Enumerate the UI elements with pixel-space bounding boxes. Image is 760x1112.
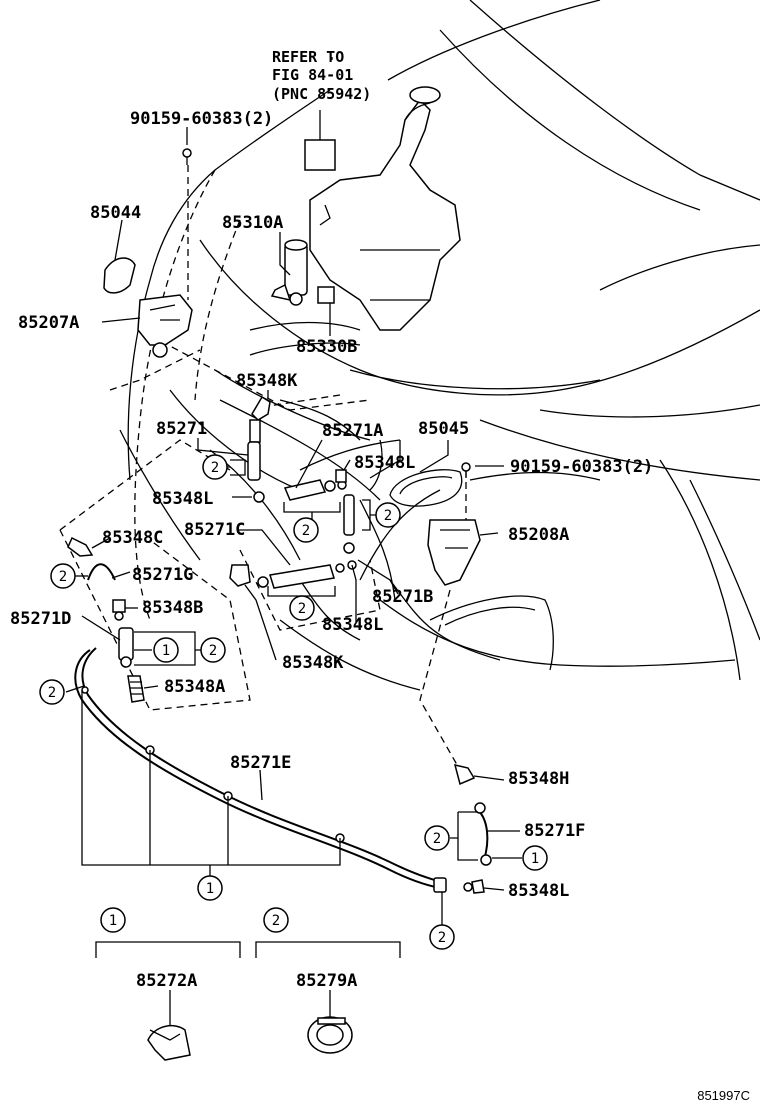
svg-text:2: 2 <box>302 523 310 539</box>
callout-1-hose-clips: 1 <box>197 875 223 901</box>
label-85207A: 85207A <box>18 313 79 333</box>
legend-callout-2: 2 <box>263 907 289 933</box>
label-85044: 85044 <box>90 203 141 223</box>
label-85348K-bottom: 85348K <box>282 653 344 673</box>
callout-circles: 2 2 2 2 2 1 2 2 2 1 1 2 1 2 <box>39 454 548 950</box>
diagram-code: 851997C <box>697 1088 750 1103</box>
label-85271E: 85271E <box>230 753 291 773</box>
callout-1-85271F: 1 <box>522 845 548 871</box>
label-85271A: 85271A <box>322 421 383 441</box>
label-85272A: 85272A <box>136 971 197 991</box>
svg-text:2: 2 <box>433 831 441 847</box>
label-85045: 85045 <box>418 419 469 439</box>
label-85208A: 85208A <box>508 525 569 545</box>
label-85348L-c: 85348L <box>322 615 383 635</box>
label-90159-top: 90159-60383(2) <box>130 109 273 129</box>
label-85271D: 85271D <box>10 609 71 629</box>
callout-2-hose-end-left: 2 <box>39 679 65 705</box>
label-85348C: 85348C <box>102 528 163 548</box>
callout-2-85271: 2 <box>202 454 228 480</box>
svg-text:1: 1 <box>162 643 170 659</box>
svg-text:1: 1 <box>206 881 214 897</box>
svg-text:2: 2 <box>384 508 392 524</box>
svg-text:2: 2 <box>59 569 67 585</box>
washer-pump <box>270 239 335 306</box>
reference-line-2: FIG 84-01 <box>272 66 353 84</box>
label-85348H: 85348H <box>508 769 569 789</box>
label-85271: 85271 <box>156 419 207 439</box>
legend-callout-1: 1 <box>100 907 126 933</box>
label-85279A: 85279A <box>296 971 357 991</box>
washer-tank <box>304 86 461 331</box>
leader-lines <box>65 57 522 1025</box>
label-85348L-b: 85348L <box>152 489 213 509</box>
callout-2-85271G: 2 <box>50 563 76 589</box>
callout-2-85271A: 2 <box>293 517 319 543</box>
svg-text:2: 2 <box>438 930 446 946</box>
callout-1-85271D: 1 <box>153 637 179 663</box>
svg-text:1: 1 <box>531 851 539 867</box>
label-85348L-d: 85348L <box>508 881 569 901</box>
callout-2-hose-end-right: 2 <box>429 924 455 950</box>
svg-text:2: 2 <box>272 913 280 929</box>
callout-2-85271F: 2 <box>424 825 450 851</box>
label-85310A: 85310A <box>222 213 283 233</box>
long-hose <box>74 647 447 893</box>
label-85330B: 85330B <box>296 337 357 357</box>
left-washer-bracket <box>103 148 193 358</box>
reference-line-1: REFER TO <box>272 48 344 66</box>
part-labels: 90159-60383(2) 85044 85310A 85207A 85330… <box>10 109 653 991</box>
right-lower-hose <box>453 763 492 894</box>
label-85271G: 85271G <box>132 565 193 585</box>
vehicle-body-outline <box>119 0 760 691</box>
svg-text:2: 2 <box>48 685 56 701</box>
svg-text:2: 2 <box>209 643 217 659</box>
label-85271C: 85271C <box>184 520 245 540</box>
reference-line-3: (PNC 85942) <box>272 85 371 103</box>
reference-note: REFER TO FIG 84-01 (PNC 85942) <box>272 48 371 103</box>
label-85271F: 85271F <box>524 821 585 841</box>
right-washer-bracket <box>427 462 481 586</box>
center-hoses <box>67 395 357 703</box>
svg-text:1: 1 <box>109 913 117 929</box>
callout-2-right-tube: 2 <box>375 502 401 528</box>
label-85348B: 85348B <box>142 598 203 618</box>
callout-2-85271C: 2 <box>289 595 315 621</box>
label-90159-right: 90159-60383(2) <box>510 457 653 477</box>
callout-2-85271D: 2 <box>200 637 226 663</box>
label-85348L-a: 85348L <box>354 453 415 473</box>
label-85348A: 85348A <box>164 677 225 697</box>
label-85271B: 85271B <box>372 587 433 607</box>
svg-text:2: 2 <box>298 601 306 617</box>
svg-text:2: 2 <box>211 460 219 476</box>
clip-and-clamp <box>147 1016 353 1061</box>
label-85348K-top: 85348K <box>236 371 298 391</box>
